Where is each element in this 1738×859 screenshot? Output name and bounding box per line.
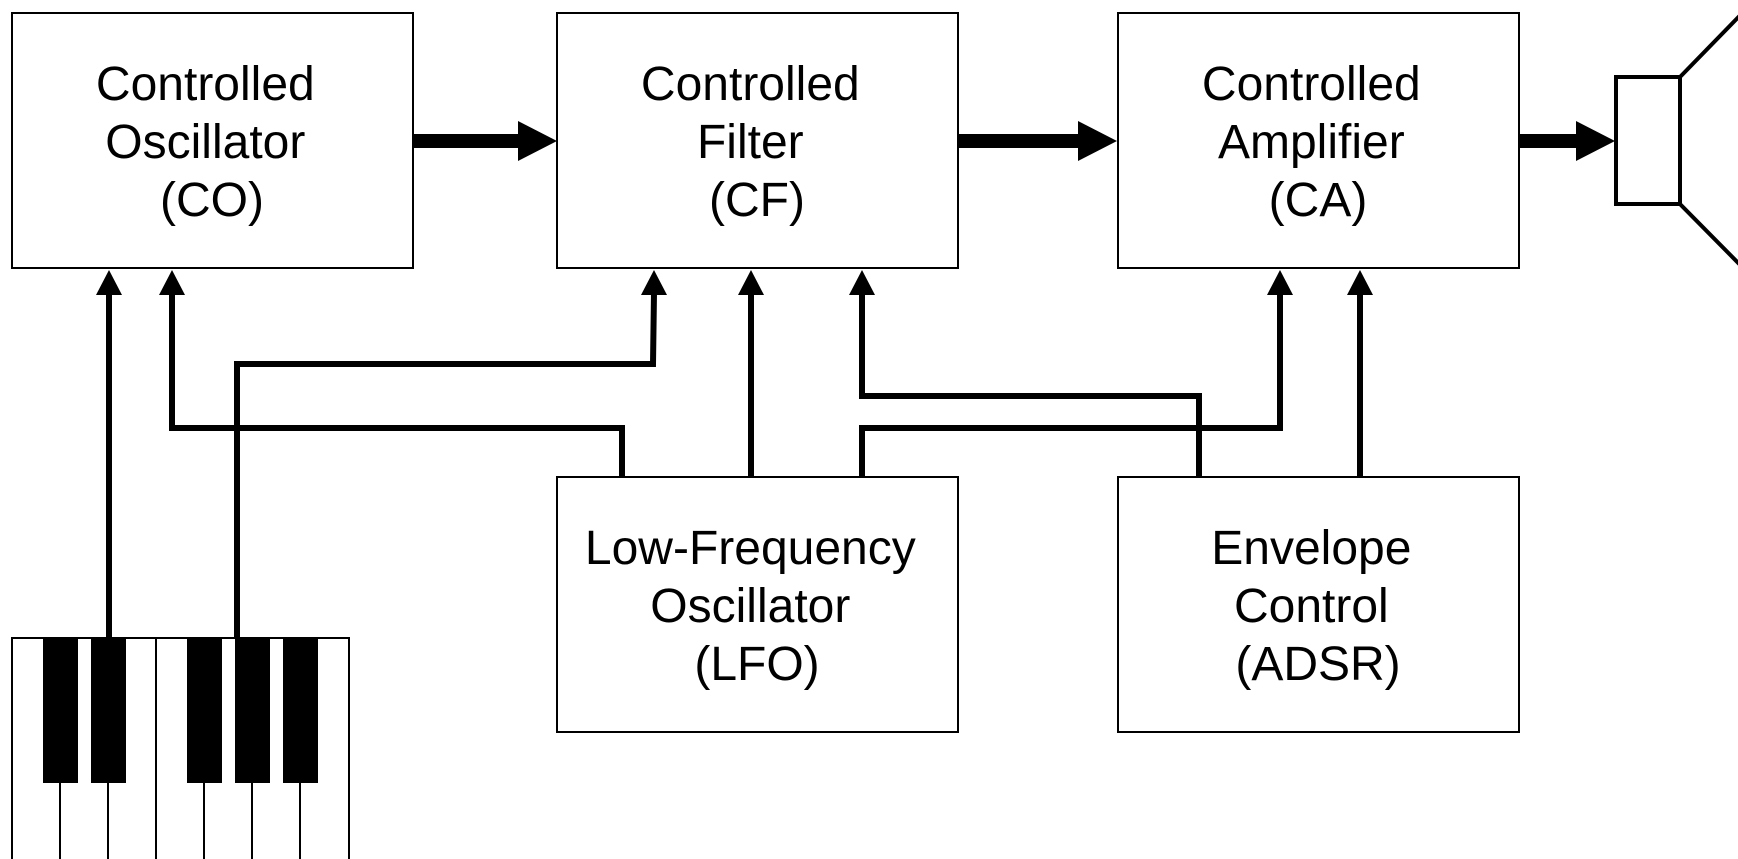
control-connections <box>96 270 1373 638</box>
co-label-line-3: (CO) <box>160 174 264 227</box>
ca-label-line-3: (CA) <box>1269 174 1368 227</box>
adsr-label-line-3: (ADSR) <box>1235 638 1400 691</box>
black-key <box>43 638 78 783</box>
lfo-label-line-2: Oscillator <box>650 580 850 633</box>
ca-to-speaker-arrowhead <box>1576 121 1615 161</box>
co-to-cf-arrowhead <box>518 121 557 161</box>
ca-label-line-2: Amplifier <box>1218 116 1405 169</box>
co-block: Controlled Oscillator (CO) <box>11 12 414 269</box>
adsr-to-cf-arrowhead <box>849 270 875 295</box>
cf-label-line-1: Controlled <box>641 58 860 111</box>
black-key <box>187 638 222 783</box>
audio-signal-path <box>413 121 1615 161</box>
adsr-to-cf-wire <box>859 293 1202 477</box>
cf-to-ca-arrowhead <box>1078 121 1117 161</box>
speaker-cone <box>1678 14 1738 266</box>
cf-box <box>556 12 959 269</box>
lfo-to-ca-arrowhead <box>1267 270 1293 295</box>
cf-label: Controlled Filter (CF) <box>641 58 873 227</box>
black-key <box>283 638 318 783</box>
adsr-block: Envelope Control (ADSR) <box>1117 476 1520 733</box>
ca-label: Controlled Amplifier (CA) <box>1202 58 1434 227</box>
lfo-to-co-arrowhead <box>159 270 185 295</box>
adsr-to-ca-arrowhead <box>1347 270 1373 295</box>
lfo-block: Low-Frequency Oscillator (LFO) <box>556 476 959 733</box>
adsr-label: Envelope Control (ADSR) <box>1211 522 1425 691</box>
black-key <box>91 638 126 783</box>
co-box <box>11 12 414 269</box>
adsr-label-line-2: Control <box>1234 580 1389 633</box>
lfo-to-ca-wire <box>859 293 1283 477</box>
ca-label-line-1: Controlled <box>1202 58 1421 111</box>
lfo-label: Low-Frequency Oscillator (LFO) <box>585 522 929 691</box>
keyboard-to-cf-arrowhead <box>641 270 667 295</box>
lfo-to-cf-arrowhead <box>738 270 764 295</box>
cf-block: Controlled Filter (CF) <box>556 12 959 269</box>
loudspeaker-icon <box>1614 14 1738 266</box>
keyboard-to-cf-wire <box>234 292 657 638</box>
lfo-label-line-1: Low-Frequency <box>585 522 916 575</box>
co-label-line-2: Oscillator <box>105 116 305 169</box>
ca-box <box>1117 12 1520 269</box>
ca-block: Controlled Amplifier (CA) <box>1117 12 1520 269</box>
black-key <box>235 638 270 783</box>
lfo-box <box>556 476 959 733</box>
co-label-line-1: Controlled <box>96 58 315 111</box>
adsr-box <box>1117 476 1520 733</box>
cf-label-line-2: Filter <box>697 116 804 169</box>
lfo-to-co-wire <box>169 293 625 477</box>
adsr-label-line-1: Envelope <box>1211 522 1411 575</box>
speaker-magnet <box>1614 75 1682 206</box>
cf-label-line-3: (CF) <box>709 174 805 227</box>
co-label: Controlled Oscillator (CO) <box>96 58 328 227</box>
piano-keyboard-icon <box>11 637 350 859</box>
lfo-label-line-3: (LFO) <box>694 638 819 691</box>
keyboard-to-co-arrowhead <box>96 270 122 295</box>
